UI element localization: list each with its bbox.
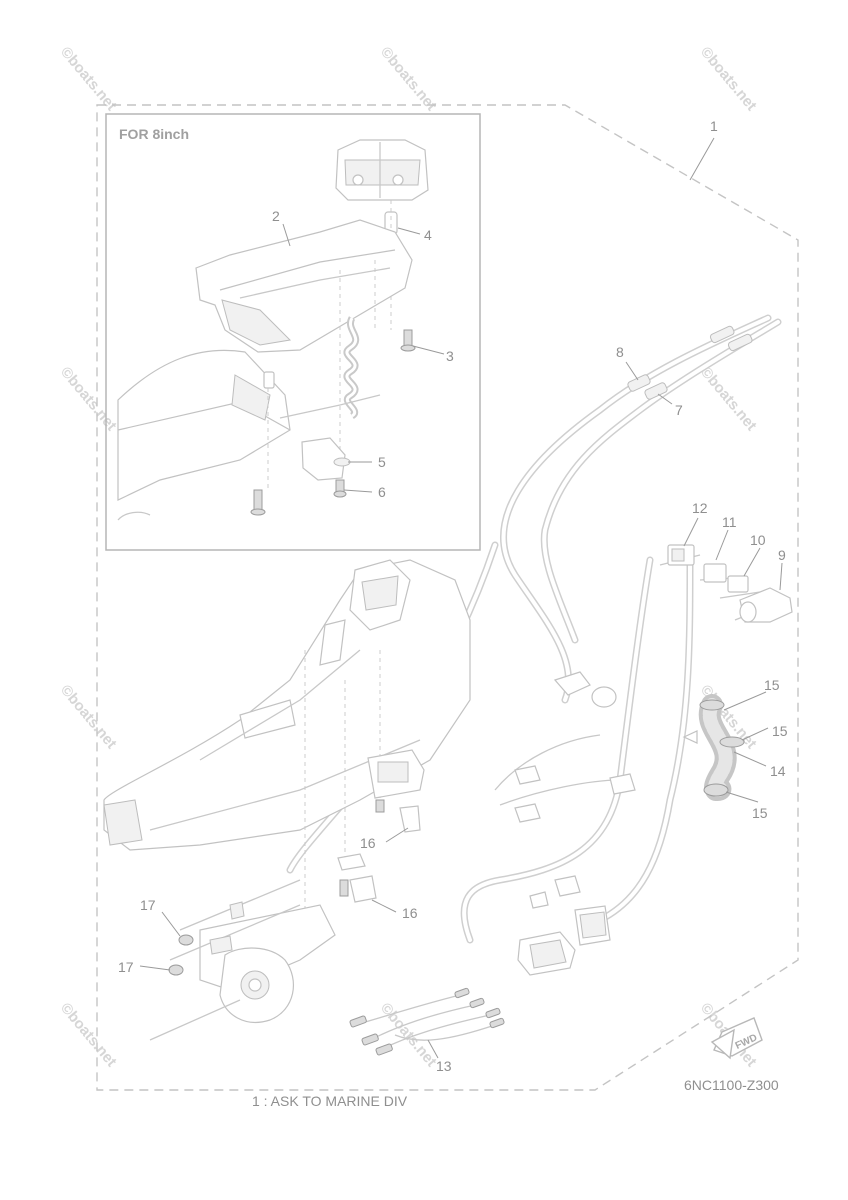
inset-drawing [117,139,429,521]
watermark: ©boats.net [697,364,760,434]
callout-16b: 16 [402,905,418,921]
callouts: 1 2 3 4 5 6 7 8 9 10 11 12 13 14 15 15 1… [118,118,788,1074]
watermark: ©boats.net [57,1000,120,1070]
watermark: ©boats.net [377,44,440,114]
callout-8: 8 [616,344,624,360]
inset-box [105,113,481,551]
callout-5: 5 [378,454,386,470]
callout-2: 2 [272,208,280,224]
callout-11: 11 [722,514,737,530]
callout-14: 14 [770,763,786,779]
footnote: 1 : ASK TO MARINE DIV [252,1093,408,1109]
main-leaders [139,137,783,1059]
callout-17a: 17 [140,897,156,913]
callout-16a: 16 [360,835,376,851]
callout-15c: 15 [752,805,768,821]
watermark: ©boats.net [57,364,120,434]
diagram-code: 6NC1100-Z300 [684,1077,779,1093]
callout-1: 1 [710,118,718,134]
callout-12: 12 [692,500,708,516]
callout-4: 4 [424,227,432,243]
callout-9: 9 [778,547,786,563]
watermark: ©boats.net [57,44,120,114]
inset-label: FOR 8inch [119,126,189,142]
callout-15a: 15 [764,677,780,693]
callout-10: 10 [750,532,766,548]
callout-7: 7 [675,402,683,418]
watermark: ©boats.net [57,682,120,752]
watermark: ©boats.net [377,1000,440,1070]
callout-17b: 17 [118,959,134,975]
callout-13: 13 [436,1058,452,1074]
callout-6: 6 [378,484,386,500]
assembly-boundary [96,104,799,1091]
callout-3: 3 [446,348,454,364]
callout-15b: 15 [772,723,788,739]
wire-bundle-13 [349,987,505,1056]
watermark: ©boats.net [697,44,760,114]
main-drawing: FWD [103,314,793,1060]
inset-leaders [282,223,445,493]
fwd-arrow: FWD [710,1017,763,1060]
